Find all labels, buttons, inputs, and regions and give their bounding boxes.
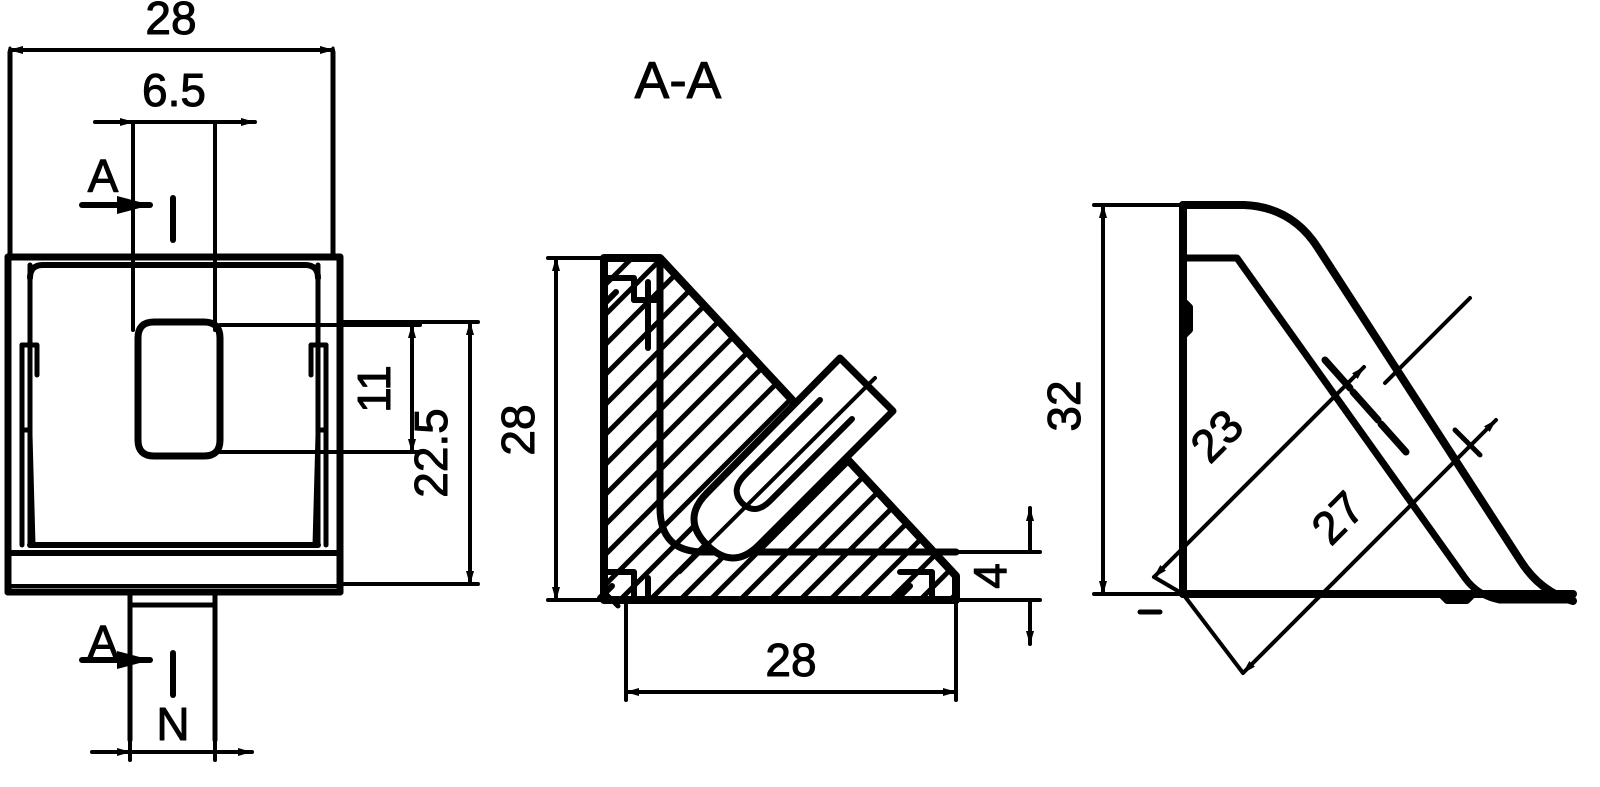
dim-label-28-top: 28 — [145, 0, 196, 44]
section-hatching — [604, 258, 956, 600]
dimension-28-section-bottom: 28 — [624, 598, 958, 702]
section-top-notch — [601, 275, 637, 303]
section-view-a-a: A-A — [492, 52, 1042, 702]
section-slot-centerline — [678, 376, 877, 574]
dimension-28-top: 28 — [8, 0, 335, 259]
front-center-tslot — [134, 318, 224, 460]
dim-label-28-section-left: 28 — [492, 404, 544, 455]
ext-line-27-start — [1181, 592, 1245, 675]
side-view: 32 23 27 — [1038, 201, 1577, 675]
dim-label-32: 32 — [1038, 380, 1090, 431]
section-bottom-left-notch — [601, 569, 637, 599]
section-bottom-right-chamfer — [895, 583, 913, 601]
side-slot-centerline-upper — [1383, 296, 1472, 385]
front-inner-wall — [27, 262, 321, 548]
dim-label-4: 4 — [964, 563, 1016, 589]
dimension-28-section-left: 28 — [492, 256, 622, 602]
dimension-n: N — [90, 603, 254, 762]
section-view-title: A-A — [635, 52, 722, 110]
dim-line-27 — [1241, 418, 1498, 675]
dimension-27: 27 — [1241, 418, 1498, 675]
front-left-slot-notch — [19, 342, 40, 378]
front-left-slot-taper — [27, 432, 36, 548]
side-toe-edge — [1496, 590, 1577, 604]
side-slot-mark-3 — [1377, 420, 1410, 456]
dim-label-23: 23 — [1180, 399, 1253, 472]
dimension-22-5: 22.5 — [338, 320, 480, 586]
front-view: 28 6.5 A A 11 — [4, 0, 480, 762]
dimension-6-5: 6.5 — [93, 64, 257, 332]
section-top-chamfer — [601, 289, 619, 307]
section-mark-a-bottom: A — [79, 616, 176, 698]
ext-line-23-start — [1152, 575, 1185, 596]
section-inner-fillet — [656, 504, 708, 556]
front-pocket-outline — [27, 262, 321, 281]
dimension-11: 11 — [218, 323, 422, 454]
dim-label-6-5: 6.5 — [142, 64, 206, 116]
dim-label-11: 11 — [348, 365, 400, 413]
dim-label-27: 27 — [1301, 481, 1374, 554]
dimension-4: 4 — [954, 506, 1042, 646]
section-bottom-right-notch — [897, 569, 935, 599]
front-right-slot-notch — [308, 342, 329, 378]
dim-label-n: N — [156, 698, 189, 750]
dimension-32: 32 — [1038, 203, 1191, 596]
section-label-a-top: A — [88, 150, 119, 202]
dim-label-28-section-bottom: 28 — [765, 634, 816, 686]
section-mark-a-top: A — [79, 150, 176, 243]
dim-label-22-5: 22.5 — [405, 408, 457, 498]
section-slot-inner-rib — [733, 397, 855, 512]
side-back-notch — [1180, 297, 1193, 340]
front-right-slot-inner — [315, 375, 329, 433]
side-slot-mark-2 — [1349, 388, 1382, 424]
front-left-slot-inner — [19, 375, 33, 433]
section-label-a-bottom: A — [88, 616, 119, 668]
section-triangle-outline — [600, 254, 960, 604]
